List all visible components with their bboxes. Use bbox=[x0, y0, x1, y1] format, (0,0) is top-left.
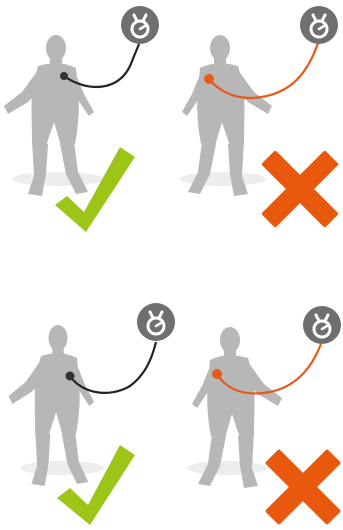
attachment-dot bbox=[204, 74, 214, 84]
floor-shadow bbox=[12, 172, 104, 186]
lanyard-device-icon bbox=[137, 303, 175, 341]
cross-icon bbox=[236, 125, 343, 252]
panel-bottom-left bbox=[9, 303, 175, 525]
attachment-dot bbox=[60, 72, 68, 80]
attachment-dot bbox=[66, 372, 75, 381]
attachment-dot bbox=[212, 369, 222, 379]
cross-icon bbox=[241, 425, 343, 530]
panel-bottom-right bbox=[187, 306, 343, 530]
panel-top-right bbox=[180, 6, 343, 253]
lanyard-device-icon bbox=[121, 6, 159, 44]
panel-top-left bbox=[4, 6, 159, 232]
lanyard-device-icon bbox=[303, 306, 341, 344]
lanyard-device-icon bbox=[300, 6, 338, 44]
person-figure-icon bbox=[4, 35, 94, 196]
floor-shadow bbox=[20, 461, 104, 475]
floor-shadow bbox=[187, 461, 267, 475]
person-figure-icon bbox=[182, 35, 272, 196]
